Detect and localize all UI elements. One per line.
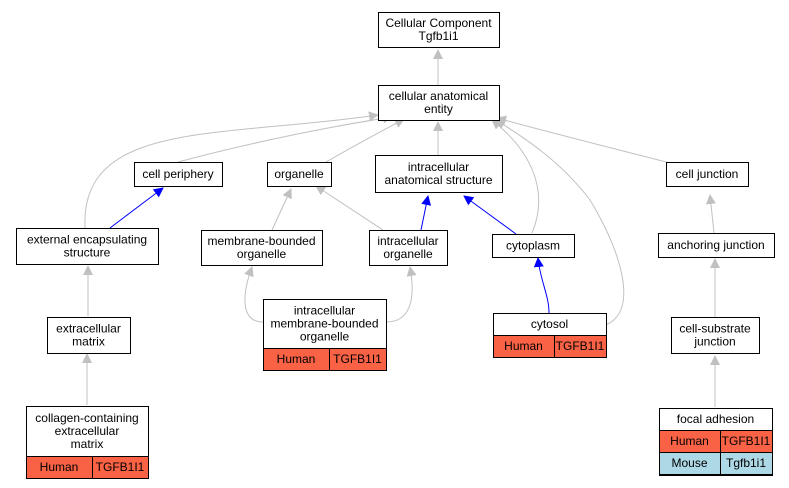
species-name: Human (40, 460, 79, 474)
species-row (263, 348, 387, 371)
edge-ext-to-cae (84, 111, 379, 229)
node-label-line: external encapsulating (27, 233, 147, 247)
node-label-line: intracellular (377, 234, 438, 248)
node-label-line: extracellular (56, 322, 121, 336)
node-label-line: entity (424, 102, 453, 116)
edges (82, 49, 720, 407)
gene-symbol: TGFB1I1 (722, 434, 771, 448)
edge-cytosol-to-cyto (533, 257, 550, 314)
edge-io-to-organelle (315, 185, 384, 231)
node-label-line: matrix (71, 437, 104, 451)
node-box (267, 162, 332, 187)
node-cellper[interactable]: cell periphery (134, 162, 223, 187)
gene-symbol: TGFB1I1 (333, 352, 382, 366)
edge-organelle-to-cae (325, 118, 405, 163)
species-name: Human (277, 352, 316, 366)
gene-symbol: Tgfb1i1 (726, 456, 766, 470)
species-row (26, 456, 149, 479)
gene-symbol: TGFB1I1 (556, 339, 605, 353)
node-label-line: collagen-containing (35, 411, 138, 425)
edge-anch-to-celljunc (705, 194, 716, 234)
node-box (201, 230, 323, 266)
node-organelle[interactable]: organelle (267, 162, 332, 187)
node-label-line: Cellular Component (385, 16, 492, 30)
species-name: Mouse (671, 456, 707, 470)
node-label-line: intracellular (408, 160, 469, 174)
node-label-line: matrix (72, 335, 105, 349)
species-name: Human (670, 434, 709, 448)
node-celljunc[interactable]: cell junction (666, 162, 749, 187)
node-box (671, 317, 760, 354)
node-box (47, 317, 131, 354)
node-label-line: cell periphery (142, 167, 213, 181)
edge-celljunc-to-cae (496, 115, 671, 164)
species-row (493, 335, 607, 358)
node-box (134, 162, 223, 187)
node-box (375, 155, 503, 193)
node-box (369, 230, 448, 266)
node-label-line: junction (693, 335, 735, 349)
edge-io-to-ias (420, 195, 432, 231)
node-box (378, 12, 500, 48)
node-label-line: cell junction (676, 167, 739, 181)
node-label-line: cellular anatomical (389, 89, 488, 103)
node-label-line: extracellular (55, 424, 120, 438)
node-box (666, 162, 749, 187)
node-label-line: cytoplasm (506, 239, 560, 253)
node-label-line: anatomical structure (384, 173, 492, 187)
node-imbo[interactable]: intracellularmembrane-boundedorganelleHu… (263, 299, 387, 371)
node-label-line: structure (64, 246, 111, 260)
node-box (492, 234, 575, 258)
node-label-line: cell-substrate (679, 322, 751, 336)
node-label-line: anchoring junction (667, 238, 764, 252)
node-label-line: organelle (274, 167, 324, 181)
species-row (659, 452, 773, 475)
node-label-line: focal adhesion (677, 412, 754, 426)
node-label-line: cytosol (531, 317, 568, 331)
node-label-line: intracellular (294, 304, 355, 318)
node-box (658, 233, 775, 258)
node-anch[interactable]: anchoring junction (658, 233, 775, 258)
node-box (16, 228, 159, 265)
node-cyto[interactable]: cytoplasm (492, 234, 575, 258)
edge-cellper-to-cae (177, 113, 393, 163)
node-label-line: organelle (383, 247, 433, 261)
edge-cyto-to-ias (463, 195, 517, 235)
edge-cyto-to-cae (491, 119, 540, 234)
edge-mbo-to-organelle (271, 188, 292, 231)
edge-imbo-to-mbo (244, 266, 264, 323)
species-name: Human (504, 339, 543, 353)
node-label-line: membrane-bounded (207, 234, 315, 248)
node-label-line: Tgfb1i1 (418, 29, 458, 43)
edge-ext-to-cellper (109, 187, 164, 229)
node-ccem[interactable]: collagen-containingextracellularmatrixHu… (26, 406, 149, 479)
edge-imbo-to-io (385, 266, 417, 323)
edge-cytosol-to-cae (495, 119, 625, 326)
node-label-line: membrane-bounded (270, 317, 378, 331)
node-label-line: organelle (300, 330, 350, 344)
gene-symbol: TGFB1I1 (96, 460, 145, 474)
node-box (378, 85, 500, 121)
node-label-line: organelle (237, 247, 287, 261)
